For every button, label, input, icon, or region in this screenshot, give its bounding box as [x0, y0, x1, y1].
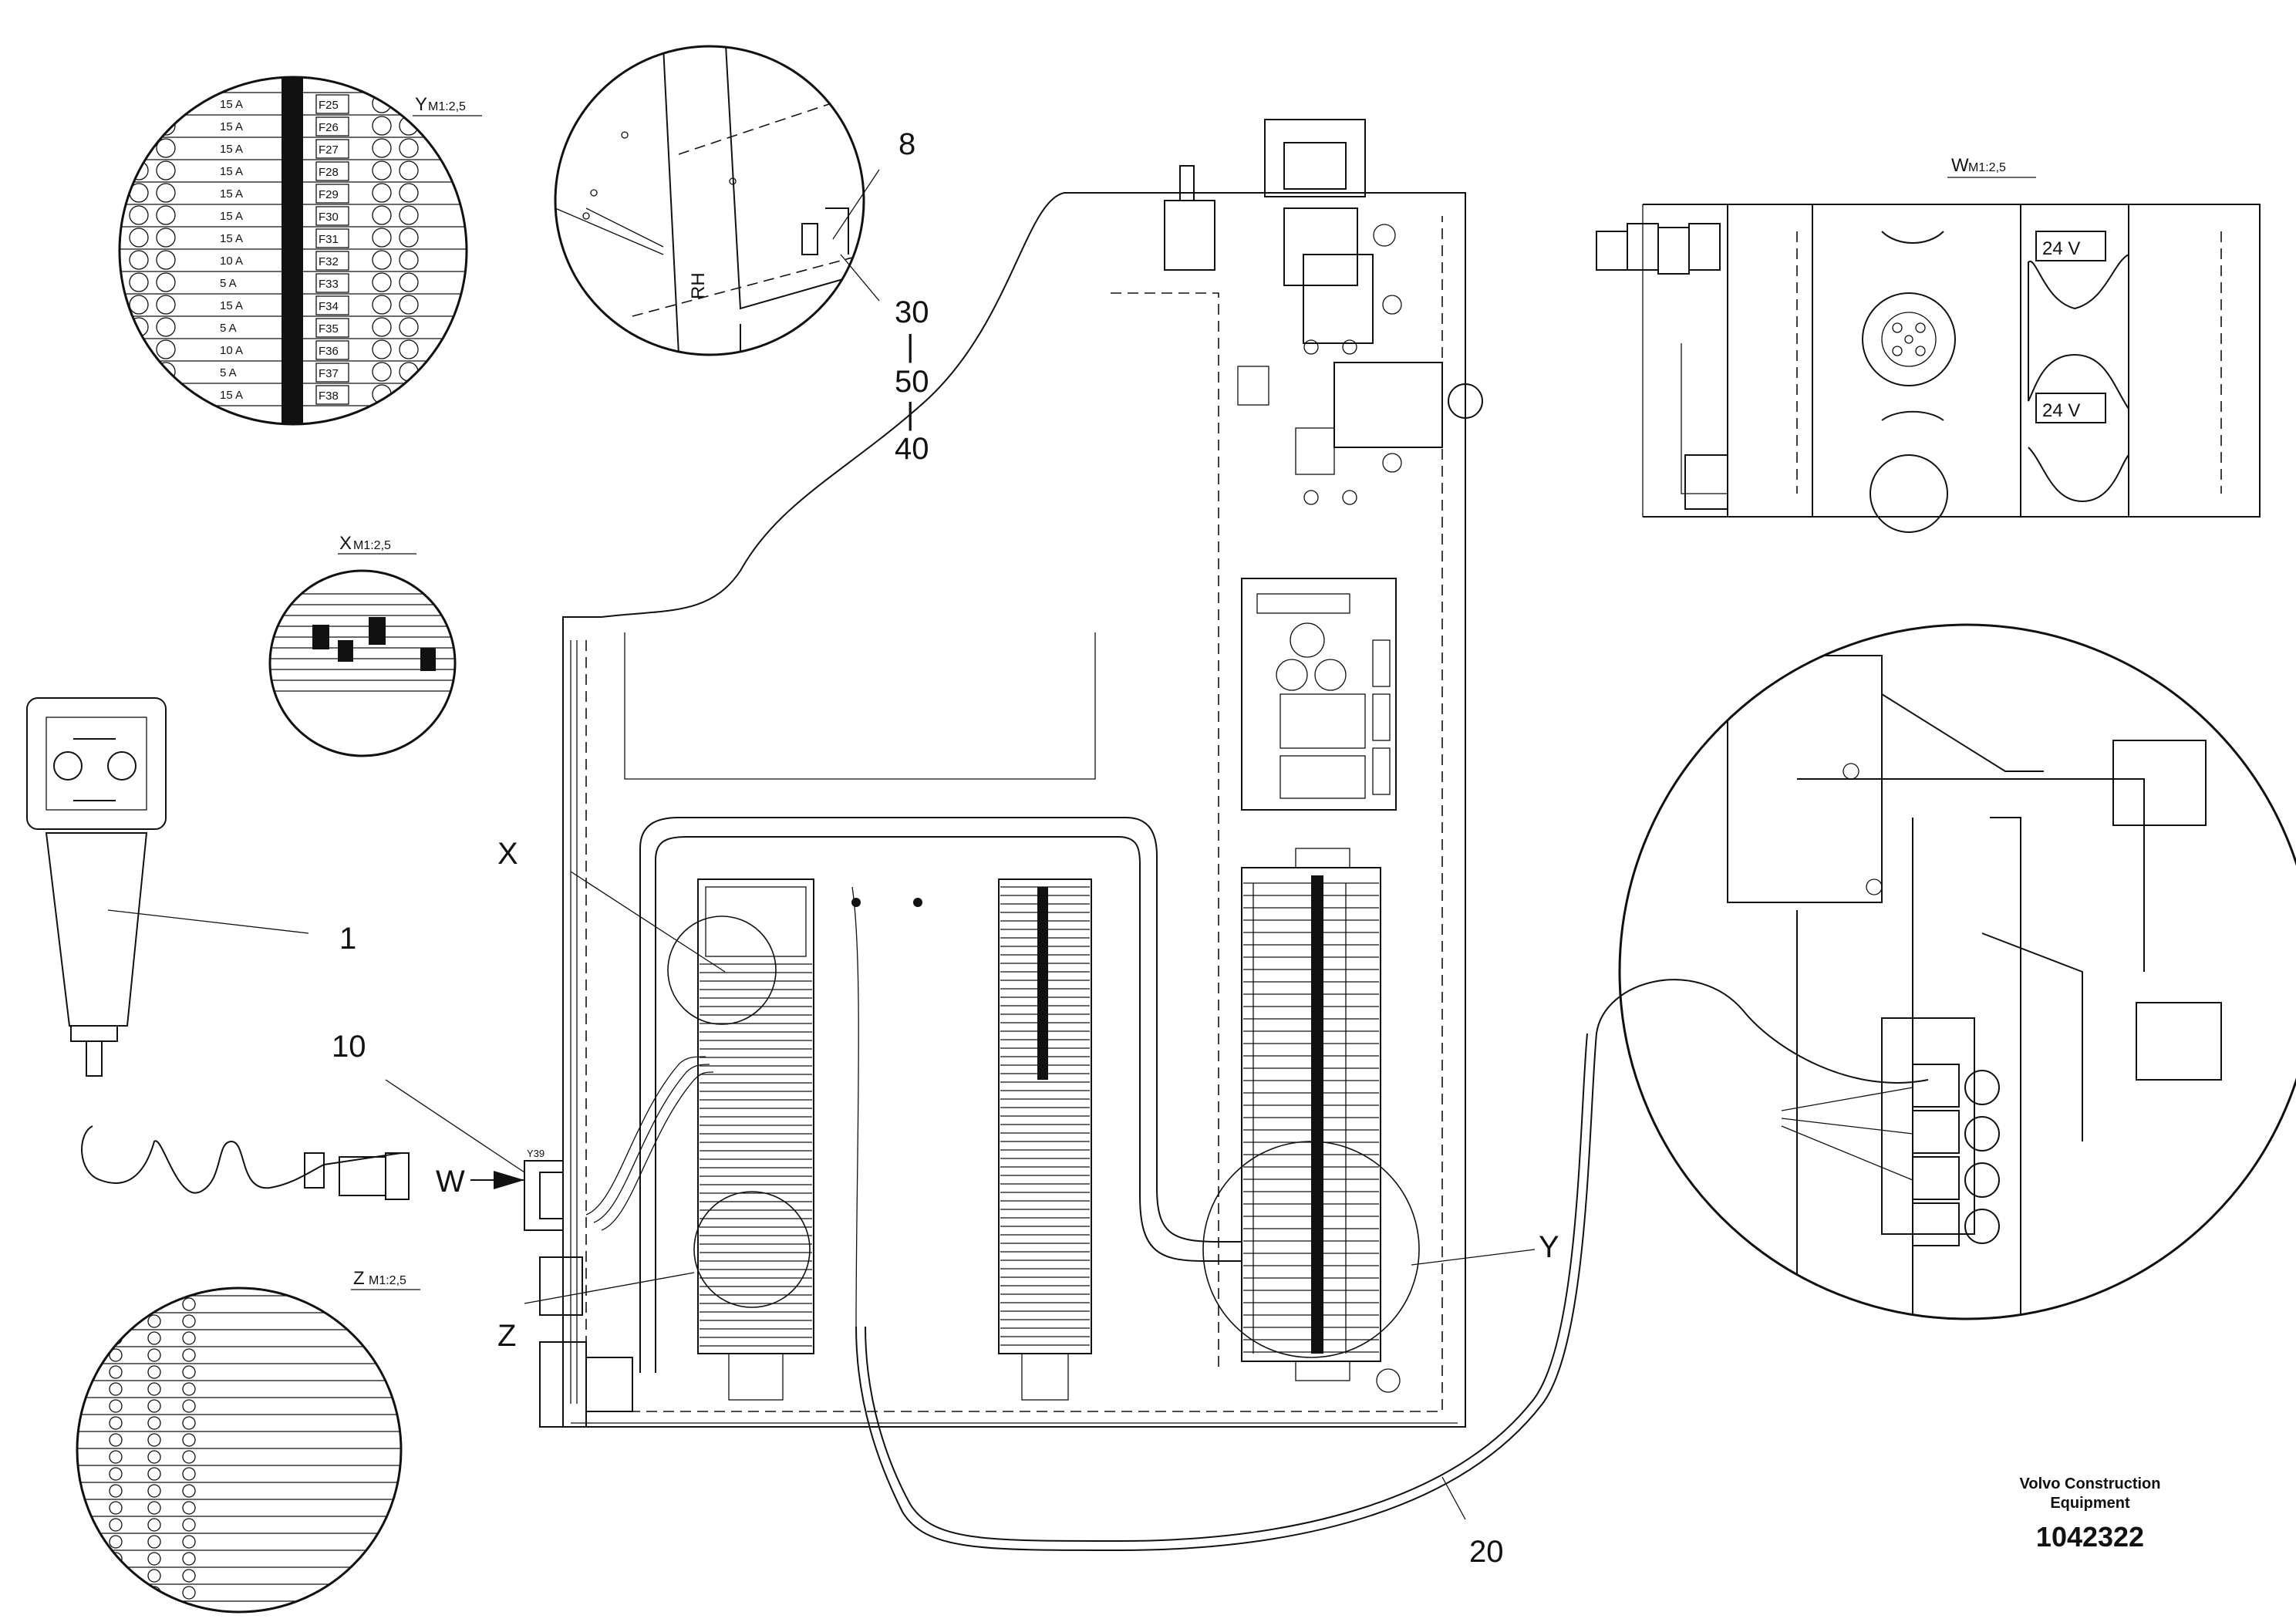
- detail-y-rating: 15 A: [220, 165, 243, 178]
- brand-line-2: Equipment: [2050, 1495, 2130, 1512]
- callout-20: 20: [1469, 1535, 1504, 1569]
- callout-w: W: [436, 1165, 465, 1199]
- main-fuse-rail: [1241, 848, 1401, 1393]
- callout-8: 8: [899, 127, 915, 161]
- detail-w-letter: W: [1951, 155, 1969, 176]
- detail-y-fuse: F37: [319, 367, 339, 380]
- control-module: [1241, 578, 1397, 811]
- detail-x: [268, 569, 457, 757]
- remote-control: [26, 697, 524, 1200]
- callout-y: Y: [1539, 1230, 1559, 1264]
- detail-y-rating: 15 A: [220, 299, 243, 312]
- detail-y-fuse: F29: [319, 188, 339, 201]
- detail-y-fuse: F38: [319, 389, 339, 403]
- detail-z-scale: M1:2,5: [369, 1274, 406, 1287]
- detail-y-fuse: F34: [319, 300, 339, 313]
- detail-y-fuse: F27: [319, 143, 339, 157]
- detail-y-rating: 15 A: [220, 98, 243, 111]
- brand-line-1: Volvo Construction: [2020, 1475, 2161, 1492]
- callout-dash-2: |: [906, 397, 914, 431]
- detail-y-rating: 15 A: [220, 232, 243, 245]
- detail-z: [76, 1286, 403, 1614]
- detail-y-fuse: F36: [319, 345, 339, 358]
- detail-y: 15 A F25 15 A F26 15 A F27 15 A F28 15 A F29 15 A F…: [118, 76, 468, 426]
- connector-label: Y39: [527, 1148, 544, 1159]
- detail-y-fuse: F31: [319, 233, 339, 246]
- detail-y-fuse: F32: [319, 255, 339, 268]
- connector-y39: Y39: [524, 1148, 633, 1428]
- bracket-rh-label: RH: [688, 272, 709, 299]
- detail-y-rating: 15 A: [220, 143, 243, 156]
- voltage-label-top: 24 V: [2042, 238, 2080, 259]
- callout-30: 30: [895, 295, 929, 329]
- callout-50: 50: [895, 365, 929, 399]
- detail-x-scale: M1:2,5: [353, 539, 391, 552]
- detail-y-fuse: F30: [319, 211, 339, 224]
- control-cabinet: [562, 192, 1466, 1428]
- callout-10: 10: [332, 1030, 366, 1064]
- detail-y-fuse: F35: [319, 322, 339, 336]
- top-components: [1164, 119, 1483, 505]
- detail-y-rating: 10 A: [220, 255, 243, 268]
- detail-w-scale: M1:2,5: [1968, 161, 2006, 174]
- document-number: 1042322: [2036, 1521, 2144, 1553]
- detail-y-rating: 10 A: [220, 344, 243, 357]
- callout-z: Z: [497, 1319, 516, 1353]
- detail-y-rating: 15 A: [220, 389, 243, 402]
- detail-y-rating: 15 A: [220, 120, 243, 133]
- detail-y-fuse: F33: [319, 278, 339, 291]
- detail-y-rating: 5 A: [220, 277, 237, 290]
- detail-valve-block: [1618, 623, 2296, 1320]
- detail-bracket-rh: RH: [554, 45, 865, 356]
- detail-w: 24 V 24 V: [1596, 204, 2261, 533]
- callout-x: X: [497, 837, 518, 871]
- detail-x-letter: X: [339, 533, 352, 554]
- callout-dash-1: |: [906, 329, 914, 363]
- detail-y-fuse: F25: [319, 99, 339, 112]
- callout-1: 1: [339, 922, 356, 956]
- wire-harness: [585, 817, 1929, 1552]
- detail-y-fuse: F28: [319, 166, 339, 179]
- title-block: Volvo Construction Equipment 1042322: [2020, 1475, 2161, 1553]
- detail-z-letter: Z: [353, 1268, 365, 1289]
- detail-y-scale: M1:2,5: [428, 100, 466, 113]
- detail-y-letter: Y: [415, 94, 427, 115]
- detail-y-rating: 15 A: [220, 187, 243, 201]
- detail-y-rating: 5 A: [220, 366, 237, 379]
- terminal-strip-left: [697, 878, 814, 1401]
- detail-y-fuse: F26: [319, 121, 339, 134]
- terminal-strip-middle: [998, 878, 1092, 1401]
- detail-y-rating: 15 A: [220, 210, 243, 223]
- leader-lines: [107, 169, 1536, 1520]
- callout-40: 40: [895, 432, 929, 466]
- voltage-label-bottom: 24 V: [2042, 400, 2080, 421]
- detail-y-rating: 5 A: [220, 322, 237, 335]
